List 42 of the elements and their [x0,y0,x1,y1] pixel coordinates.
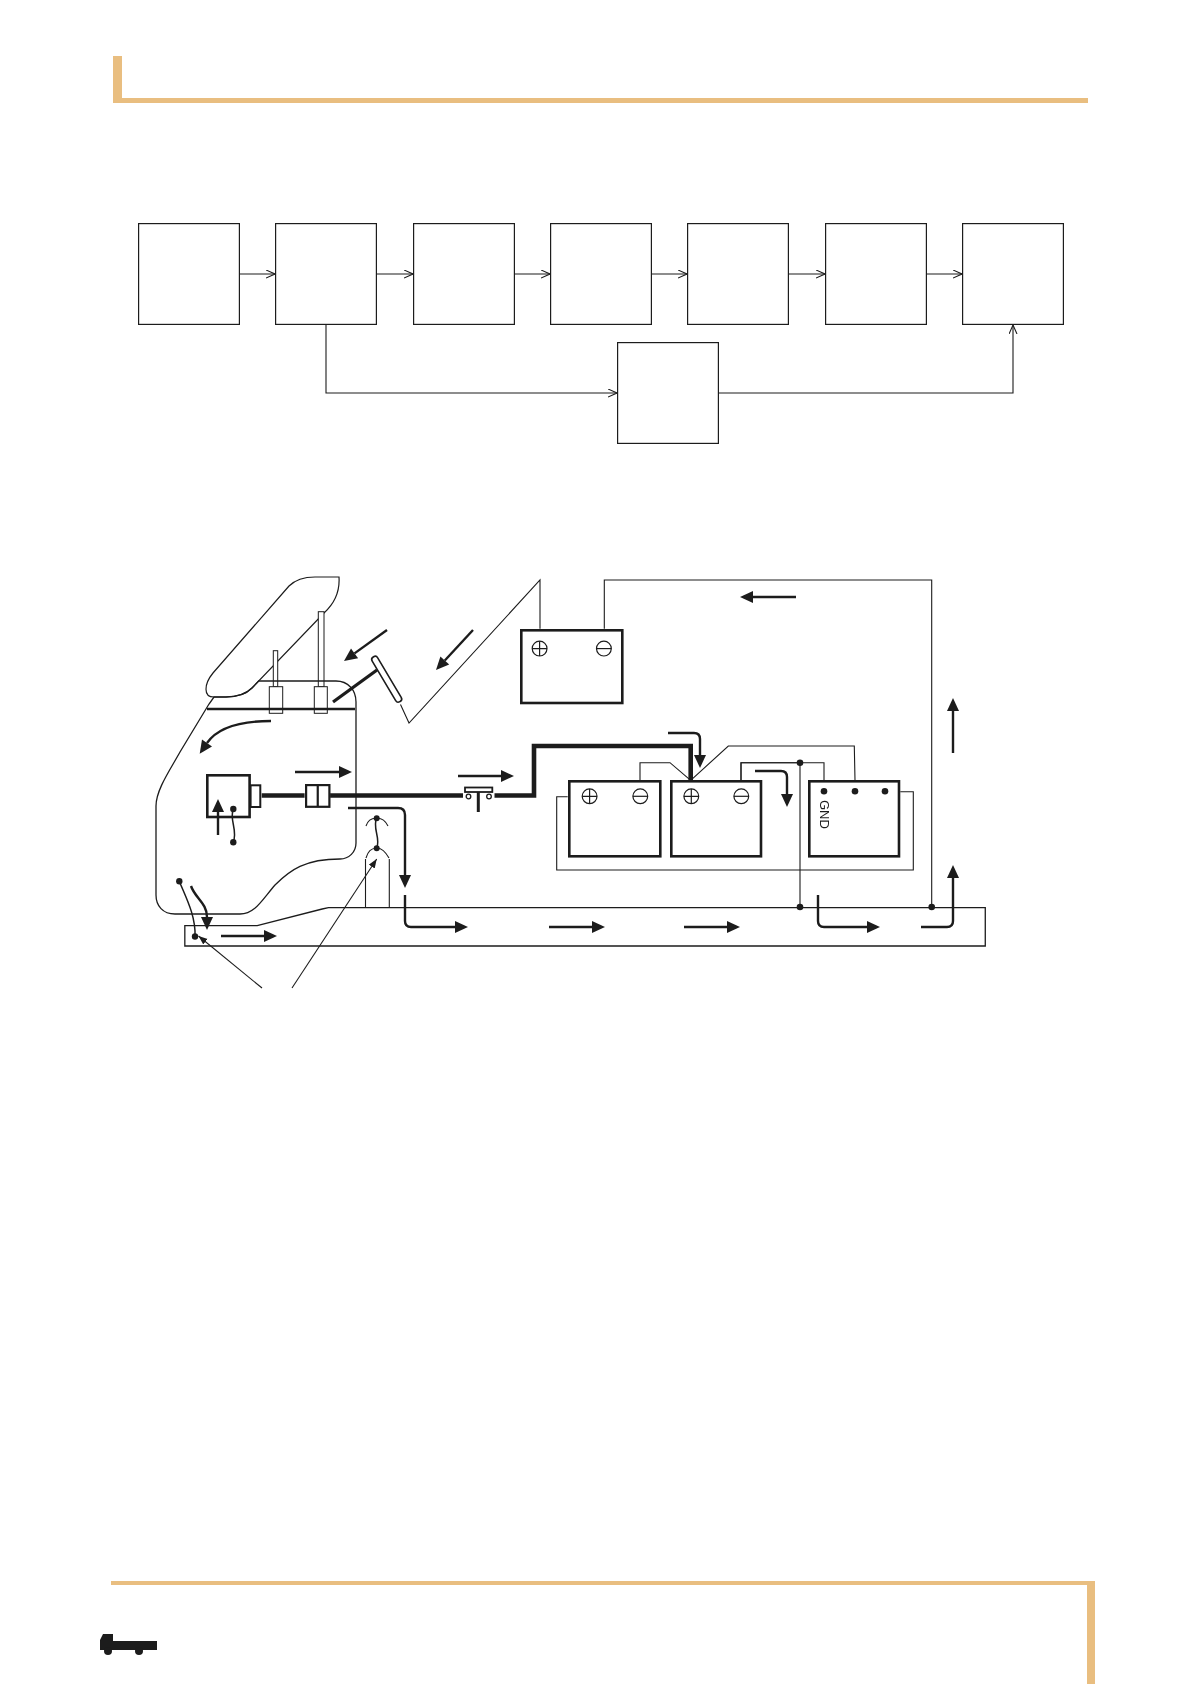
wire [690,745,856,781]
wire [639,762,692,781]
battery [669,780,762,858]
battery [567,780,662,858]
arrow [239,269,276,279]
wire [399,578,541,724]
inline-connector [304,783,331,808]
arrow [376,269,414,279]
process-box [825,223,927,325]
wire [603,579,935,911]
wire [740,762,804,911]
wire [330,793,463,798]
process-box [962,223,1064,325]
process-box [138,223,240,325]
pointer-arrow [291,858,378,989]
process-box [413,223,515,325]
pointer-arrow [197,935,263,989]
wire [388,858,390,908]
process-box [275,223,377,325]
battery [520,628,624,704]
arrow [514,269,551,279]
arrow [718,324,1018,394]
process-box [687,223,789,325]
arrow [926,269,963,279]
arrow [325,324,618,398]
process-box [617,342,719,444]
jumper-wire [176,877,199,940]
wire [556,791,914,871]
chassis-frame [183,907,986,947]
control-unit [808,780,901,858]
cab-outline [155,680,358,916]
arrow [788,269,826,279]
terminal-label: GND [817,800,831,830]
switch-symbol [463,786,495,813]
process-box [550,223,652,325]
wire [494,743,693,798]
actuator-box [206,773,262,818]
wire [261,793,305,798]
slanted-rod [331,654,404,705]
wire [364,858,367,908]
wire-link [364,815,390,859]
arrow [651,269,688,279]
